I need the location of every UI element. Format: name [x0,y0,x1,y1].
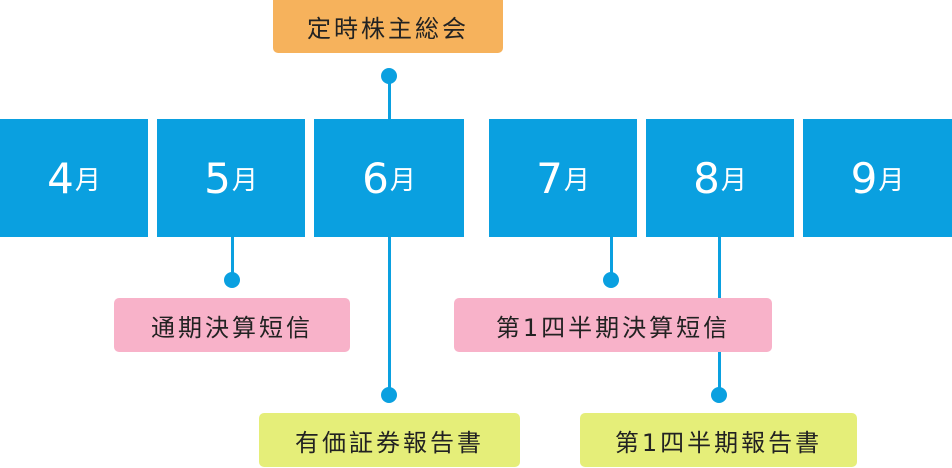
dot-q1-earnings [603,272,619,288]
dot-annual-earnings [224,272,240,288]
label-q1-report: 第1四半期報告書 [580,413,857,467]
connector-shareholders-meeting [388,76,391,119]
month-unit: 月 [389,165,416,196]
dot-shareholders-meeting [381,68,397,84]
month-number: 5 [204,153,231,203]
month-unit: 月 [878,165,905,196]
dot-securities-report [381,387,397,403]
month-number: 8 [693,153,720,203]
month-number: 9 [850,153,878,203]
dot-q1-report [711,387,727,403]
month-unit: 月 [563,165,590,196]
connector-securities-report [388,237,391,395]
connector-annual-earnings [231,237,234,280]
month-unit: 月 [231,165,258,196]
month-number: 6 [362,153,389,203]
label-securities-report: 有価証券報告書 [259,413,520,467]
label-q1-earnings: 第1四半期決算短信 [454,298,772,352]
label-shareholders-meeting: 定時株主総会 [273,0,503,53]
label-annual-earnings: 通期決算短信 [114,298,350,352]
month-unit: 月 [74,165,101,196]
month-unit: 月 [720,165,747,196]
connector-q1-earnings [610,237,613,280]
month-number: 4 [47,153,74,203]
month-number: 7 [536,153,563,203]
